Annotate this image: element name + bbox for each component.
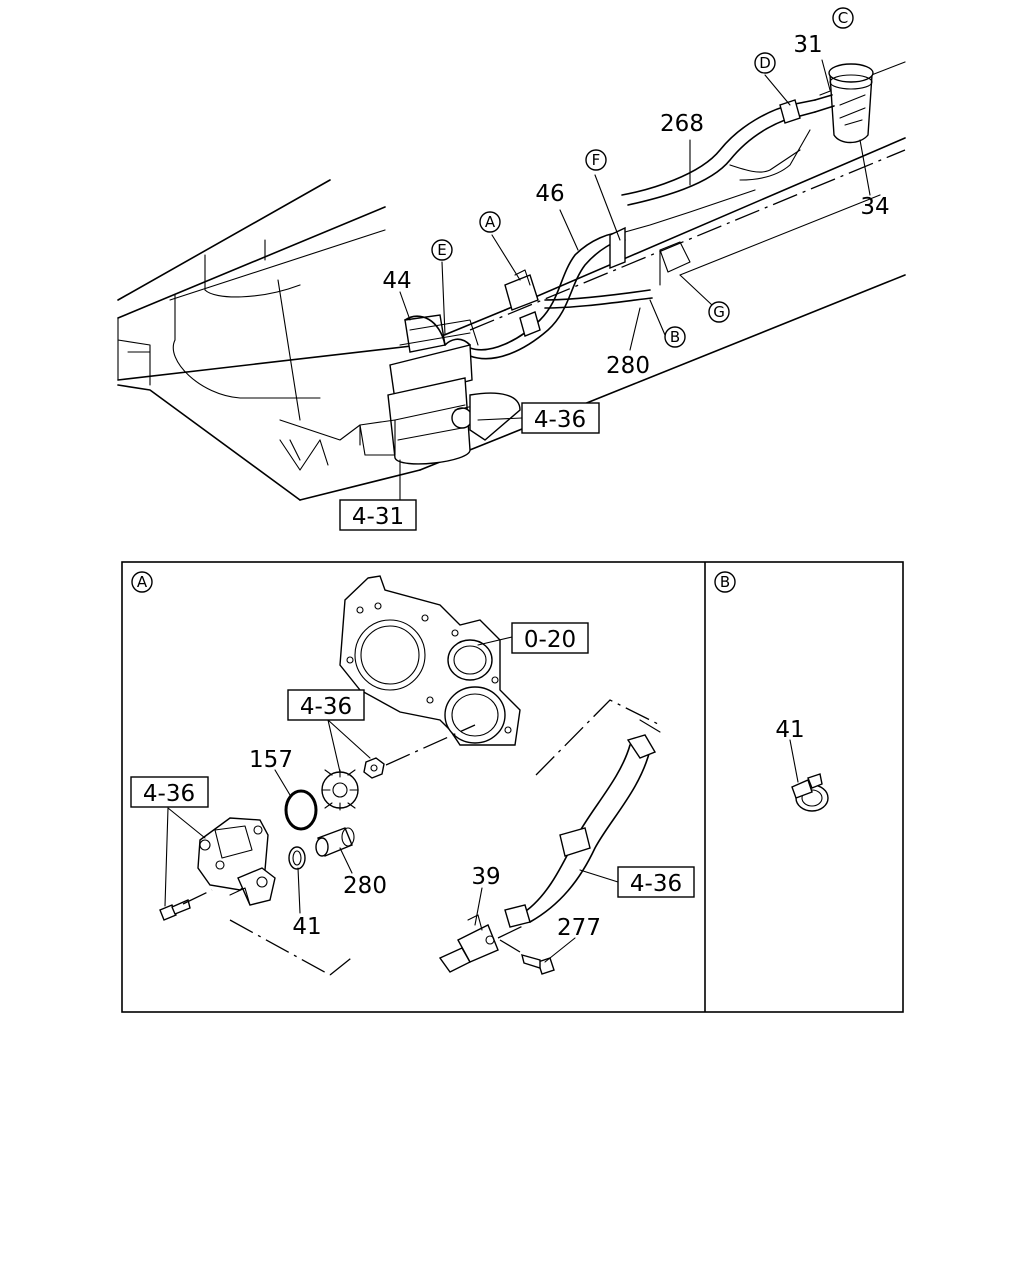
ref-box-4-36-top: 4-36 [521,402,600,434]
part-280-panel-label: 280 [343,873,387,899]
part-46-label: 46 [535,181,564,207]
leader-lines-top [399,59,871,501]
svg-text:E: E [437,241,446,259]
svg-text:F: F [592,151,601,169]
callout-d-top: D [754,52,776,74]
center-line-a5 [499,939,521,953]
pump-body [197,817,276,906]
callout-b-panel: B [714,571,736,593]
part-277-label: 277 [557,915,601,941]
hose-clamp-41 [789,739,829,812]
seal-41 [288,846,306,870]
ref-box-4-31: 4-31 [339,499,417,531]
center-line-a3 [229,919,331,976]
svg-text:4-36: 4-36 [630,871,682,897]
callout-c-top: C [832,7,854,29]
part-34-label: 34 [860,194,889,220]
svg-text:B: B [720,573,730,591]
callout-a-panel: A [131,571,153,593]
svg-text:G: G [713,303,725,321]
gasket-plate [339,575,521,746]
svg-text:C: C [838,9,848,27]
chassis-frame [117,61,906,501]
hose [504,699,661,928]
svg-text:4-31: 4-31 [352,504,404,530]
callout-b-top: B [664,326,686,348]
svg-text:4-36: 4-36 [300,694,352,720]
callout-f-top: F [585,149,607,171]
bolt-277 [521,954,555,975]
svg-text:B: B [670,328,680,346]
part-157-label: 157 [249,747,293,773]
reservoir-34 [779,63,874,144]
svg-text:4-36: 4-36 [143,781,195,807]
fitting-39 [438,914,526,973]
callout-g-top: G [708,301,730,323]
part-44-label: 44 [382,268,411,294]
valve-a [504,269,541,337]
o-ring-157 [284,789,318,831]
nut [363,757,385,779]
detail-frame [121,561,904,1013]
center-line-a1 [385,724,476,766]
svg-text:D: D [759,54,771,72]
ref-box-4-36-a1: 4-36 [287,689,365,721]
callout-a-top: A [479,211,501,233]
svg-text:4-36: 4-36 [534,407,586,433]
part-268-label: 268 [660,111,704,137]
ref-box-4-36-a3: 4-36 [617,866,695,898]
part-31-label: 31 [793,32,822,58]
svg-text:A: A [137,573,148,591]
svg-text:0-20: 0-20 [524,627,576,653]
center-line-a2 [182,889,213,905]
center-line-a4 [329,954,356,976]
callout-e-top: E [431,239,453,261]
part-41-panel-label: 41 [292,914,321,940]
bushing-280 [315,827,355,857]
part-39-label: 39 [471,864,500,890]
part-280-top-label: 280 [606,353,650,379]
svg-text:A: A [485,213,496,231]
pump-assembly [359,314,521,465]
pipe-46 [469,189,756,360]
bracket-f [609,226,691,286]
ref-box-0-20: 0-20 [511,622,589,654]
part-41-b-label: 41 [775,717,804,743]
gear [321,769,359,811]
leader-lines-a [164,636,619,963]
ref-box-4-36-a2: 4-36 [130,776,209,808]
